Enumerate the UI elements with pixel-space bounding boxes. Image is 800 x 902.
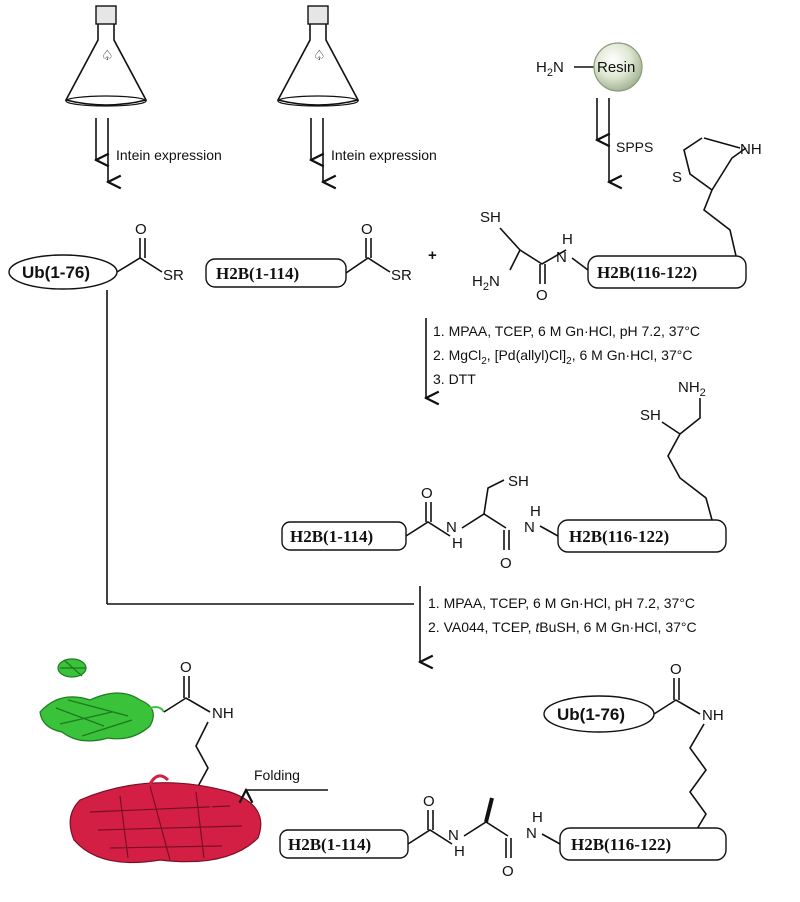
intein-expression-label-2: Intein expression (331, 147, 437, 163)
ub-connector (106, 290, 414, 605)
svg-text:O: O (502, 863, 514, 880)
svg-text:H2B(1-114): H2B(1-114) (288, 835, 371, 854)
svg-text:NH: NH (740, 141, 762, 158)
resin-amine-label: H2N (536, 59, 564, 79)
svg-text:H2B(116-122): H2B(116-122) (571, 835, 671, 854)
svg-text:H2B(116-122): H2B(116-122) (569, 527, 669, 546)
svg-text:O: O (670, 661, 682, 678)
conditions-1-step-2: 2. MgCl2, [Pd(allyl)Cl]2, 6 M Gn·HCl, 37… (433, 347, 692, 367)
svg-text:Ub(1-76): Ub(1-76) (557, 705, 625, 724)
spps-label: SPPS (616, 139, 653, 155)
svg-text:SH: SH (640, 407, 661, 424)
h2b-ribbon (69, 774, 262, 864)
intein-expression-label-1: Intein expression (116, 147, 222, 163)
cys-peptide-thiazolidine: SH H2N O H N H2B(116-122) S NH (472, 137, 762, 304)
svg-text:O: O (361, 221, 373, 238)
svg-text:N: N (526, 825, 537, 842)
svg-text:O: O (423, 793, 435, 810)
svg-text:SR: SR (391, 267, 412, 284)
flask-icon-middle: ♤ (276, 5, 360, 107)
arrow-intein-middle (311, 118, 323, 182)
svg-text:O: O (180, 659, 192, 676)
svg-text:NH2: NH2 (678, 379, 706, 399)
svg-text:N: N (446, 519, 457, 536)
svg-text:O: O (135, 221, 147, 238)
svg-text:H: H (530, 503, 541, 520)
svg-text:O: O (536, 287, 548, 304)
svg-text:H: H (532, 809, 543, 826)
conditions-1-step-1: 1. MPAA, TCEP, 6 M Gn·HCl, pH 7.2, 37°C (433, 323, 700, 339)
ub-label-top: Ub(1-76) (22, 263, 90, 282)
arrow-intein-left (96, 118, 108, 182)
svg-text:H: H (562, 231, 573, 248)
svg-text:♤: ♤ (101, 47, 114, 63)
conditions-1-step-3: 3. DTT (433, 371, 476, 387)
h2b-thioester: H2B(1-114) O SR (205, 221, 412, 288)
svg-text:N: N (524, 519, 535, 536)
arrow-spps (597, 98, 609, 182)
intermediate-product: H2B(1-114) O H N SH O H N H2B(116-122) S… (281, 379, 727, 572)
resin-label: Resin (597, 59, 635, 76)
ub-thioester: Ub(1-76) O SR (8, 221, 184, 290)
svg-text:H2N: H2N (472, 273, 500, 293)
svg-text:O: O (421, 485, 433, 502)
svg-text:H2B(116-122): H2B(116-122) (597, 263, 697, 282)
flask-icon-left: ♤ (64, 5, 148, 107)
folding-label: Folding (254, 767, 300, 783)
svg-text:♤: ♤ (313, 47, 326, 63)
resin-bead: H2N Resin (536, 42, 643, 92)
conditions-2-step-1: 1. MPAA, TCEP, 6 M Gn·HCl, pH 7.2, 37°C (428, 595, 695, 611)
svg-text:H: H (454, 843, 465, 860)
svg-text:SH: SH (480, 209, 501, 226)
svg-text:NH: NH (212, 705, 234, 722)
svg-text:N: N (448, 827, 459, 844)
svg-text:S: S (672, 169, 682, 186)
svg-text:NH: NH (702, 707, 724, 724)
svg-text:SH: SH (508, 473, 529, 490)
svg-text:H2B(1-114): H2B(1-114) (216, 264, 299, 283)
plus-sign: + (428, 247, 437, 264)
ubiquitin-ribbon (39, 658, 165, 742)
final-product: Ub(1-76) O NH H2B(1-114) O H N O H N H2B… (279, 661, 727, 880)
folded-protein-image: O NH (39, 658, 262, 864)
svg-text:N: N (556, 249, 567, 266)
svg-text:H2B(1-114): H2B(1-114) (290, 527, 373, 546)
svg-text:H: H (452, 535, 463, 552)
svg-text:O: O (500, 555, 512, 572)
svg-text:SR: SR (163, 267, 184, 284)
conditions-2-step-2: 2. VA044, TCEP, tBuSH, 6 M Gn·HCl, 37°C (428, 619, 697, 635)
